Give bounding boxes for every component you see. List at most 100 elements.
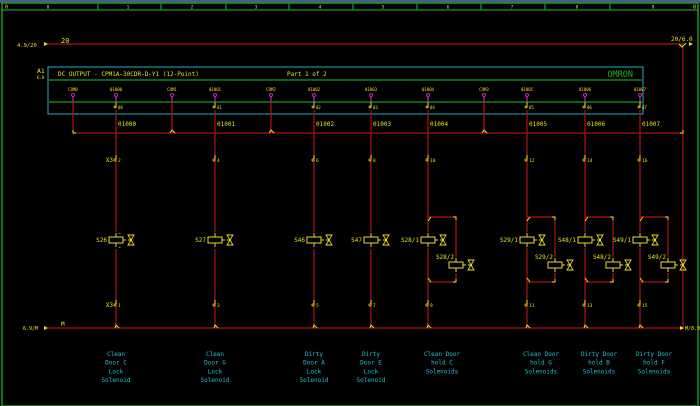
solenoid-label[interactable]: S26 — [96, 237, 107, 244]
terminal-connection-icon — [212, 105, 216, 109]
connector-pin-icon — [311, 158, 315, 162]
column-label: 8 — [576, 5, 579, 11]
connector-name: X3 — [106, 302, 114, 309]
connector-pin-icon — [368, 158, 372, 162]
terminal-number: 03 — [373, 105, 378, 110]
solenoid-label[interactable]: S28/2 — [436, 254, 454, 261]
connector-pin-number: 2 — [118, 158, 121, 164]
wire-gap — [666, 257, 670, 273]
junction-icon — [453, 216, 457, 220]
corner-label-left: 0 — [5, 5, 8, 11]
terminal-connection-icon — [113, 105, 117, 109]
circuit-description: hold B — [588, 360, 610, 367]
junction-icon — [584, 216, 589, 222]
arrow-icon — [680, 326, 684, 330]
circuit-description: Door G — [204, 360, 226, 367]
connector-pin-icon — [212, 158, 216, 162]
valve-icon — [439, 234, 447, 246]
marker-dot — [119, 233, 121, 234]
arrow-icon — [44, 326, 48, 330]
connector-pin-icon — [582, 158, 586, 162]
window-top-edge — [0, 0, 700, 3]
solenoid-label[interactable]: S48/1 — [558, 237, 576, 244]
valve-icon — [226, 234, 234, 246]
terminal-pin-icon — [170, 93, 174, 97]
terminal-pin-icon — [269, 93, 273, 97]
junction-icon — [665, 216, 669, 220]
connector-pin-icon — [113, 158, 117, 162]
solenoid-label[interactable]: S48/2 — [593, 254, 611, 261]
solenoid-label[interactable]: S49/2 — [648, 254, 666, 261]
solenoid-label[interactable]: S29/1 — [500, 237, 518, 244]
circuit-description: Clean — [206, 351, 224, 358]
junction-icon — [526, 277, 531, 283]
arrow-icon — [689, 42, 693, 46]
valve-icon — [624, 259, 632, 271]
solenoid-label[interactable]: S27 — [195, 237, 206, 244]
top-rail-left-ref[interactable]: 4.9/20 — [17, 43, 37, 49]
valve-icon — [127, 234, 135, 246]
terminal-pin-icon — [583, 93, 587, 97]
connector-pin-number: 7 — [373, 303, 376, 309]
terminal-number: 00 — [118, 105, 123, 110]
wire-gap — [114, 232, 118, 249]
terminal-connection-icon — [524, 105, 528, 109]
connector-pin-icon — [212, 303, 216, 307]
circuit-description: Solenoid — [201, 377, 230, 384]
terminal-pin-icon — [525, 93, 529, 97]
junction-icon — [525, 324, 531, 329]
terminal-number: 06 — [587, 105, 592, 110]
connector-pin-number: 1 — [118, 303, 121, 309]
junction-icon — [268, 129, 275, 134]
circuit-description: Solenoids — [426, 368, 459, 375]
circuit-description: hold F — [643, 360, 665, 367]
solenoid-label[interactable]: S46 — [294, 237, 305, 244]
valve-icon — [325, 234, 333, 246]
connector-pin-number: 13 — [587, 303, 593, 309]
terminal-label: 01002 — [308, 87, 321, 92]
circuit-description: Dirty Door — [636, 351, 673, 358]
circuit-description: Solenoids — [525, 368, 558, 375]
connector-pin-number: 8 — [373, 158, 376, 164]
circuit-description: Dirty Door — [581, 351, 618, 358]
terminal-number: 05 — [529, 105, 534, 110]
connector-pin-number: 16 — [642, 158, 648, 164]
junction-icon — [369, 324, 375, 329]
terminal-label: COM0 — [68, 87, 78, 92]
circuit-description: Dirty — [362, 351, 380, 358]
bottom-rail-left-ref[interactable]: 6.9/M — [23, 326, 38, 332]
solenoid-label[interactable]: S29/2 — [535, 254, 553, 261]
solenoid-label[interactable]: S47 — [351, 237, 362, 244]
circuit-description: Door A — [303, 360, 325, 367]
connector-pin-icon — [524, 158, 528, 162]
terminal-connection-icon — [368, 105, 372, 109]
solenoid-label[interactable]: S49/1 — [613, 237, 631, 244]
terminal-label: COM3 — [479, 87, 489, 92]
connector-pin-icon — [425, 158, 429, 162]
solenoid-label[interactable]: S28/1 — [401, 237, 419, 244]
valve-icon — [538, 234, 546, 246]
junction-icon — [678, 42, 687, 48]
circuit-description: Lock — [208, 368, 223, 375]
valve-icon — [467, 259, 475, 271]
marker-dot — [119, 247, 121, 248]
module-ref-location: 6.0 — [37, 75, 45, 80]
bottom-rail-right-ref[interactable]: M/8.0 — [685, 326, 700, 332]
circuit-description: Solenoid — [300, 377, 329, 384]
junction-icon — [169, 129, 176, 134]
junction-icon — [526, 216, 531, 222]
valve-icon — [382, 234, 390, 246]
circuit-description: Solenoids — [638, 368, 671, 375]
junction-icon — [72, 130, 76, 134]
top-rail-right-ref[interactable]: 20/6.0 — [671, 36, 693, 43]
